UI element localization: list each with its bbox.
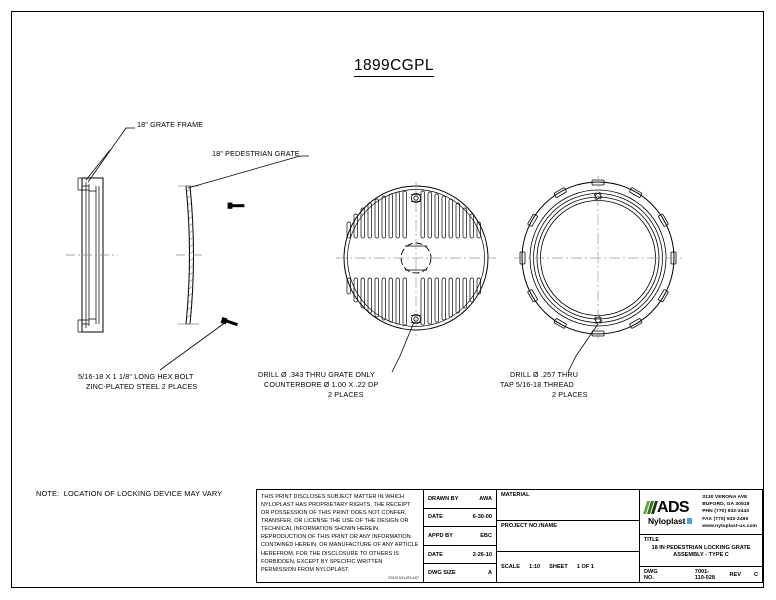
callout-drill-tap-line2: TAP 5/16-18 THREAD <box>500 380 574 389</box>
callout-drill-tap-line3: 2 PLACES <box>552 390 588 399</box>
view-grate-section <box>176 185 245 327</box>
company-header-row: ADS Nyloplast 3130 VERONA AVE BUFORD, GA… <box>640 490 762 535</box>
address-line: BUFORD, GA 30518 <box>702 501 750 507</box>
address-line: FAX (770) 932-2490 <box>702 516 749 522</box>
appd-by-label: APPD BY <box>428 532 453 539</box>
callout-grate-frame: 18" GRATE FRAME <box>137 120 204 129</box>
dwg-no-label: DWG NO. <box>644 568 658 581</box>
callout-hex-bolt-line2: ZINC-PLATED STEEL 2 PLACES <box>86 382 198 391</box>
material-row: MATERIAL <box>497 490 639 521</box>
appd-by-value: EBC <box>480 532 492 539</box>
dwg-size-row: DWG SIZE A <box>424 564 496 582</box>
logo-subbrand: Nyloplast <box>648 515 693 526</box>
dwg-no-row: DWG NO. 7001-110-028 REV C <box>640 567 762 582</box>
callout-pedestrian-grate: 18" PEDESTRIAN GRATE <box>212 149 300 158</box>
scale-value: 1:10 <box>528 564 541 570</box>
appd-date-value: 2-26-10 <box>472 551 492 558</box>
title-label: TITLE <box>644 537 659 543</box>
view-grate-plan <box>336 182 496 336</box>
company-address: 3130 VERONA AVE BUFORD, GA 30518 PHN (77… <box>702 494 757 531</box>
title-block: THIS PRINT DISCLOSES SUBJECT MATTER IN W… <box>256 489 763 583</box>
callout-drill-tap-line1: DRILL Ø .257 THRU <box>510 370 579 379</box>
rev-value: C <box>753 571 758 578</box>
company-name: ADS <box>657 498 690 516</box>
drawn-by-label: DRAWN BY <box>428 495 459 502</box>
title-value: 18 IN PEDESTRIAN LOCKING GRATE ASSEMBLY … <box>651 544 751 559</box>
view-frame-section <box>66 177 118 333</box>
appd-by-row: APPD BY EBC <box>424 527 496 546</box>
callout-drill-grate-line3: 2 PLACES <box>328 390 364 399</box>
drawn-date-row: DATE 6-30-00 <box>424 509 496 528</box>
callout-hex-bolt-line1: 5/16-18 X 1 1/8" LONG HEX BOLT <box>78 372 194 381</box>
drawn-date-value: 6-30-00 <box>472 514 492 521</box>
hex-bolt-symbol-top <box>227 202 245 209</box>
dwg-size-label: DWG SIZE <box>428 570 456 577</box>
view-frame-plan <box>514 176 682 342</box>
dwg-size-value: A <box>487 570 492 577</box>
legal-notice-text: THIS PRINT DISCLOSES SUBJECT MATTER IN W… <box>261 494 419 573</box>
rev-label: REV <box>729 571 741 578</box>
scale-label: SCALE <box>501 564 520 570</box>
drawn-by-value: AWA <box>479 495 492 502</box>
leader-lines <box>85 127 599 373</box>
scale-sheet-row: SCALE 1:10 SHEET 1 OF 1 <box>497 552 639 582</box>
material-project-column: MATERIAL PROJECT NO./NAME SCALE 1:10 SHE… <box>497 490 640 582</box>
drawing-number-title: 1899CGPL <box>354 56 434 78</box>
callout-drill-grate-line2: COUNTERBORE Ø 1.00 X .22 DP <box>264 380 379 389</box>
drawn-by-row: DRAWN BY AWA <box>424 490 496 509</box>
appd-date-label: DATE <box>428 551 443 558</box>
copyright-text: ©2010 NYLOPLAST <box>388 576 419 580</box>
company-website: www.nyloplast-us.com <box>702 524 757 530</box>
ads-nyloplast-logo: ADS Nyloplast <box>643 498 693 526</box>
address-line: 3130 VERONA AVE <box>702 494 748 500</box>
sheet-value: 1 OF 1 <box>576 564 594 570</box>
company-title-column: ADS Nyloplast 3130 VERONA AVE BUFORD, GA… <box>640 490 762 582</box>
note-locking-device: NOTE: LOCATION OF LOCKING DEVICE MAY VAR… <box>36 489 223 498</box>
title-row: TITLE 18 IN PEDESTRIAN LOCKING GRATE ASS… <box>640 535 762 567</box>
project-row: PROJECT NO./NAME <box>497 521 639 552</box>
drawn-date-label: DATE <box>428 514 443 521</box>
sheet-label: SHEET <box>549 564 568 570</box>
sheet-border <box>11 11 764 588</box>
logo-wordmark: ADS <box>643 498 690 517</box>
hex-bolt-symbol-bottom <box>220 316 238 327</box>
drawn-approved-column: DRAWN BY AWA DATE 6-30-00 APPD BY EBC DA… <box>424 490 497 582</box>
project-label: PROJECT NO./NAME <box>501 523 557 529</box>
address-line: PHN (770) 932-2443 <box>702 509 750 515</box>
dwg-no-value: 7001-110-028 <box>694 568 716 581</box>
company-subbrand: Nyloplast <box>648 515 686 526</box>
legal-notice-cell: THIS PRINT DISCLOSES SUBJECT MATTER IN W… <box>257 490 424 582</box>
material-label: MATERIAL <box>501 492 530 498</box>
callout-drill-grate-line1: DRILL Ø .343 THRU GRATE ONLY <box>258 370 375 379</box>
logo-square-icon <box>687 517 693 524</box>
appd-date-row: DATE 2-26-10 <box>424 546 496 565</box>
